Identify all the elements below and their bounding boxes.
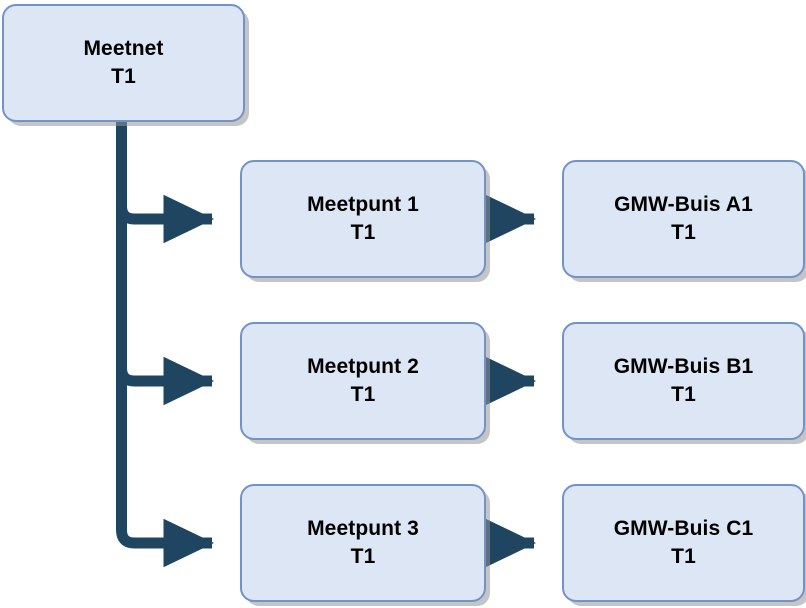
node-meetpunt-3-subtitle: T1 xyxy=(350,545,376,568)
edge-meetnet-to-meetpunt-1 xyxy=(116,120,215,244)
node-meetpunt-2[interactable]: Meetpunt 2 T1 xyxy=(240,322,486,440)
node-gmw-buis-b1-title: GMW-Buis B1 xyxy=(613,355,754,379)
node-meetnet-title: Meetnet xyxy=(83,37,164,61)
node-gmw-buis-c1-subtitle: T1 xyxy=(671,545,696,568)
node-meetpunt-3-title: Meetpunt 3 xyxy=(307,517,419,541)
node-meetnet[interactable]: Meetnet T1 xyxy=(2,4,245,122)
edge-meetnet-to-meetpunt-3 xyxy=(116,120,215,568)
node-gmw-buis-a1[interactable]: GMW-Buis A1 T1 xyxy=(562,160,805,278)
node-gmw-buis-c1-title: GMW-Buis C1 xyxy=(613,517,754,541)
node-meetpunt-3[interactable]: Meetpunt 3 T1 xyxy=(240,484,486,602)
node-meetpunt-2-subtitle: T1 xyxy=(350,383,376,406)
node-meetnet-subtitle: T1 xyxy=(111,65,136,88)
node-gmw-buis-c1[interactable]: GMW-Buis C1 T1 xyxy=(562,484,805,602)
node-gmw-buis-a1-subtitle: T1 xyxy=(671,221,696,244)
node-gmw-buis-b1-subtitle: T1 xyxy=(671,383,696,406)
node-meetpunt-1-title: Meetpunt 1 xyxy=(307,193,419,217)
node-meetpunt-2-title: Meetpunt 2 xyxy=(307,355,419,379)
node-meetpunt-1[interactable]: Meetpunt 1 T1 xyxy=(240,160,486,278)
edge-meetnet-to-meetpunt-2 xyxy=(116,120,215,406)
node-gmw-buis-a1-title: GMW-Buis A1 xyxy=(614,193,753,217)
node-gmw-buis-b1[interactable]: GMW-Buis B1 T1 xyxy=(562,322,805,440)
node-meetpunt-1-subtitle: T1 xyxy=(350,221,376,244)
